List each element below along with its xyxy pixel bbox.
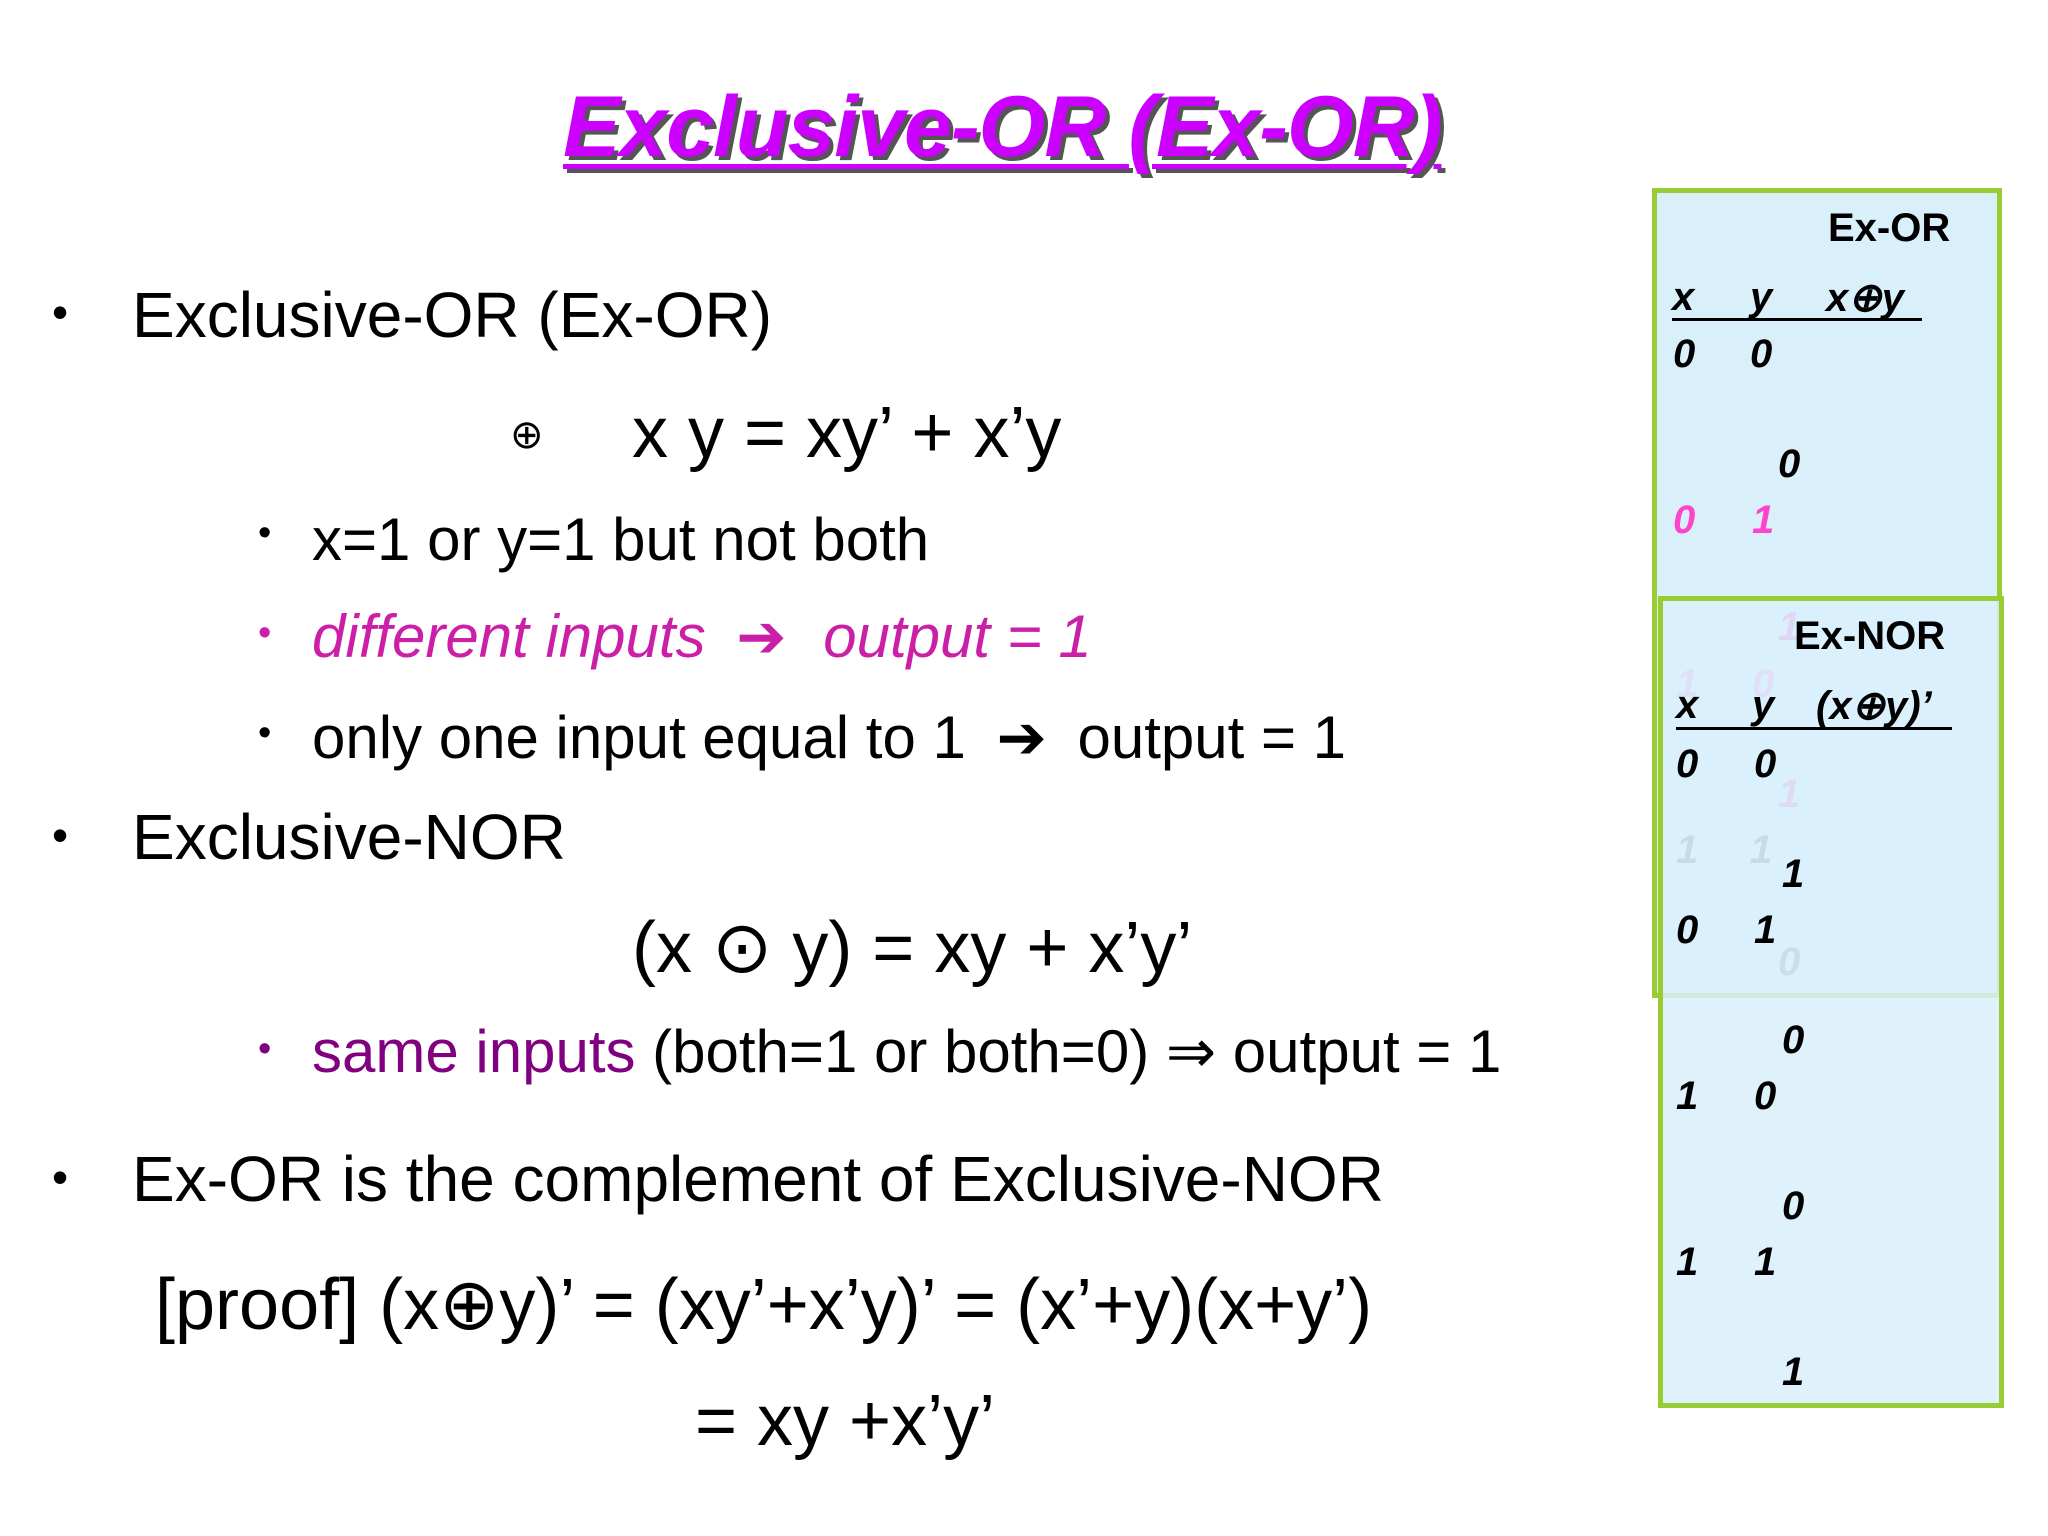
- proof-line-2: = xy +x’y’: [695, 1381, 996, 1461]
- arrow-icon: ➔: [736, 603, 787, 670]
- complement-statement: Ex-OR is the complement of Exclusive-NOR: [132, 1143, 1384, 1215]
- exnor-row1-x: 0: [1676, 742, 1699, 786]
- sub2-text-a: different inputs: [312, 603, 706, 670]
- bullet-dot: •: [52, 1151, 69, 1203]
- exnor-col-out: (x⊕y)’: [1816, 684, 1932, 728]
- exnor-col-x: x: [1676, 683, 1699, 727]
- sub-bullet-dot: •: [258, 712, 272, 754]
- exor-row1-out: 0: [1778, 442, 1801, 486]
- exnor-header-underline: [1676, 727, 1952, 730]
- exnor-row3-x: 1: [1676, 1074, 1699, 1118]
- exnor-row1-out: 1: [1782, 852, 1805, 896]
- page-title: Exclusive-OR (Ex-OR): [563, 79, 1442, 175]
- sub3-text-a: only one input equal to 1: [312, 704, 966, 771]
- exor-sub-1: x=1 or y=1 but not both: [312, 506, 930, 573]
- exnor-row4-x: 1: [1676, 1240, 1699, 1284]
- proof-line-1: [proof] (x⊕y)’ = (xy’+x’y)’ = (x’+y)(x+y…: [155, 1265, 1373, 1345]
- exor-row1-x: 0: [1673, 332, 1696, 376]
- exor-row2-x: 0: [1673, 498, 1696, 542]
- exor-table-label: Ex-OR: [1828, 206, 1951, 250]
- exnor-heading: Exclusive-NOR: [132, 801, 566, 873]
- arrow-icon: ➔: [996, 704, 1047, 771]
- exnor-table-label: Ex-NOR: [1794, 614, 1946, 658]
- sub2-text-b: output = 1: [823, 603, 1092, 670]
- exnor-row2-x: 0: [1676, 908, 1699, 952]
- xor-symbol: ⊕: [510, 413, 544, 457]
- exnor-row4-y: 1: [1754, 1240, 1777, 1284]
- exor-heading: Exclusive-OR (Ex-OR): [132, 279, 773, 351]
- exnor-truth-table-panel: [1658, 596, 2004, 1408]
- exnor-row2-out: 0: [1782, 1018, 1805, 1062]
- sub-bullet-dot: •: [258, 1028, 272, 1070]
- bullet-dot: •: [52, 809, 69, 861]
- exor-header-underline: [1672, 318, 1922, 321]
- sub4-text-b: (both=1 or both=0) ⇒ output = 1: [635, 1018, 1502, 1085]
- exnor-row3-y: 0: [1754, 1074, 1777, 1118]
- exnor-row1-y: 0: [1754, 742, 1777, 786]
- sub-bullet-dot: •: [258, 512, 272, 554]
- exor-sub-3: only one input equal to 1 ➔ output = 1: [312, 703, 1346, 773]
- sub4-text-a: same inputs: [312, 1018, 636, 1085]
- exor-sub-2: different inputs ➔ output = 1: [312, 602, 1092, 672]
- exnor-formula: (x ⊙ y) = xy + x’y’: [632, 908, 1193, 988]
- sub3-text-b: output = 1: [1077, 704, 1347, 771]
- exnor-row3-out: 0: [1782, 1184, 1805, 1228]
- bullet-dot: •: [52, 286, 69, 338]
- sub-bullet-dot: •: [258, 612, 272, 654]
- exor-row2-y: 1: [1752, 498, 1775, 542]
- exor-col-x: x: [1672, 275, 1695, 319]
- exnor-sub-1: same inputs (both=1 or both=0) ⇒ output …: [312, 1017, 1501, 1087]
- exnor-row4-out: 1: [1782, 1350, 1805, 1394]
- exor-col-out: x⊕y: [1826, 276, 1905, 320]
- exor-formula: x y = xy’ + x’y: [632, 393, 1062, 473]
- exor-col-y: y: [1750, 275, 1773, 319]
- exor-row1-y: 0: [1750, 332, 1773, 376]
- exnor-col-y: y: [1752, 683, 1775, 727]
- exnor-row2-y: 1: [1754, 908, 1777, 952]
